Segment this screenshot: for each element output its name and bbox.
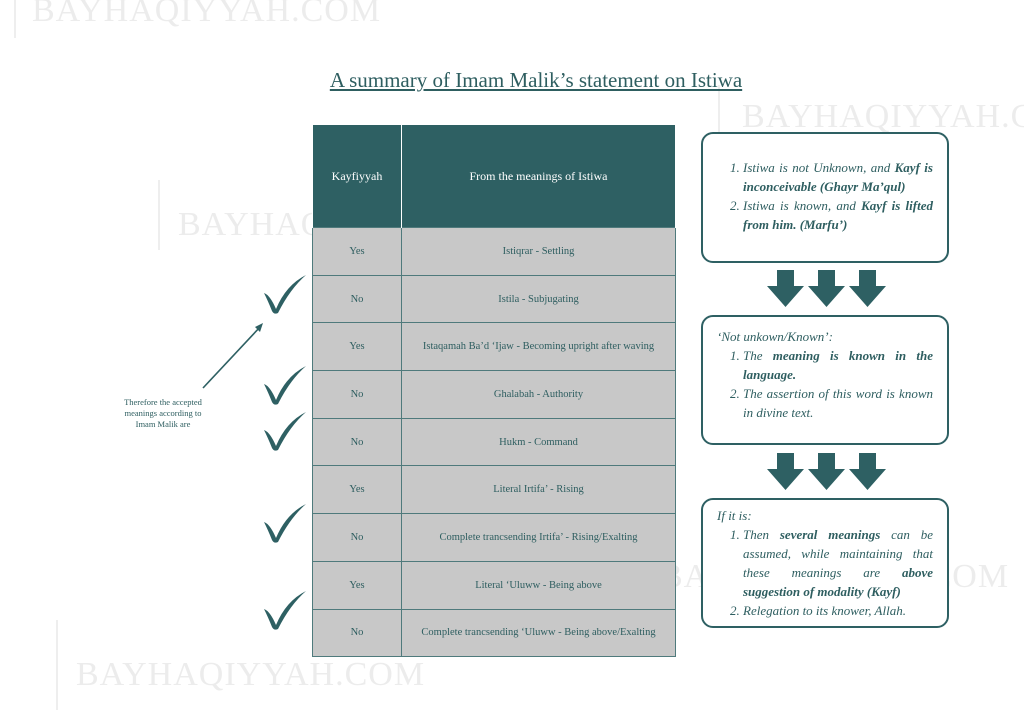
checkmark-icon bbox=[264, 412, 306, 451]
meaning-cell: Literal Irtifa’ - Rising bbox=[401, 465, 676, 515]
kayfiyyah-cell: Yes bbox=[312, 227, 402, 276]
kayfiyyah-cell: No bbox=[312, 370, 402, 419]
box-known: ‘Not unkown/Known’: The meaning is known… bbox=[701, 315, 949, 445]
down-arrow-icon bbox=[849, 453, 886, 490]
meaning-cell: Istaqamah Ba’d ‘Ijaw - Becoming upright … bbox=[401, 322, 676, 372]
down-arrows-icon bbox=[767, 453, 886, 490]
kayfiyyah-cell: Yes bbox=[312, 465, 402, 515]
checkmark-icon bbox=[264, 275, 306, 314]
box-if-it-is: If it is: Then several meanings can be a… bbox=[701, 498, 949, 628]
watermark-bar bbox=[56, 620, 58, 710]
watermark: BAYHAQIYYAH.COM bbox=[742, 98, 1024, 135]
down-arrow-icon bbox=[849, 270, 886, 307]
down-arrow-icon bbox=[767, 453, 804, 490]
watermark: BAYHAQIYYAH.COM bbox=[32, 0, 382, 29]
down-arrow-icon bbox=[767, 270, 804, 307]
kayfiyyah-cell: No bbox=[312, 513, 402, 562]
box-statement: Istiwa is not Unknown, and Kayf is incon… bbox=[701, 132, 949, 263]
meaning-cell: Hukm - Command bbox=[401, 417, 676, 467]
known-2: The assertion of this word is known in d… bbox=[743, 384, 933, 422]
down-arrow-icon bbox=[808, 453, 845, 490]
watermark-bar bbox=[14, 0, 16, 38]
known-1: The meaning is known in the language. bbox=[743, 346, 933, 384]
checkmark-icon bbox=[264, 366, 306, 406]
checkmark-icon bbox=[264, 503, 306, 543]
header-meanings: From the meanings of Istiwa bbox=[401, 124, 676, 228]
watermark: BAYHAQIYYAH.COM bbox=[76, 656, 426, 693]
kayfiyyah-cell: No bbox=[312, 608, 402, 658]
kayfiyyah-cell: Yes bbox=[312, 322, 402, 372]
statement-1: Istiwa is not Unknown, and Kayf is incon… bbox=[743, 158, 933, 196]
if-1: Then several meanings can be assumed, wh… bbox=[743, 525, 933, 601]
meaning-cell: Complete trancsending ‘Uluww - Being abo… bbox=[401, 608, 676, 658]
meaning-cell: Ghalabah - Authority bbox=[401, 370, 676, 419]
page-title: A summary of Imam Malik’s statement on I… bbox=[329, 68, 743, 92]
down-arrows-icon bbox=[767, 270, 886, 307]
if-2: Relegation to its knower, Allah. bbox=[743, 601, 933, 620]
box-known-heading: ‘Not unkown/Known’: bbox=[717, 329, 833, 344]
statement-2: Istiwa is known, and Kayf is lifted from… bbox=[743, 196, 933, 234]
down-arrow-icon bbox=[808, 270, 845, 307]
checkmark-icon bbox=[264, 590, 306, 630]
kayfiyyah-cell: No bbox=[312, 417, 402, 467]
meaning-cell: Literal ‘Uluww - Being above bbox=[401, 560, 676, 610]
meaning-cell: Istiqrar - Settling bbox=[401, 227, 676, 276]
kayfiyyah-cell: No bbox=[312, 274, 402, 324]
watermark-bar bbox=[718, 85, 720, 155]
kayfiyyah-cell: Yes bbox=[312, 560, 402, 610]
istiwa-table: Kayfiyyah From the meanings of Istiwa Ye… bbox=[312, 124, 676, 658]
watermark-bar bbox=[158, 180, 160, 250]
meaning-cell: Istila - Subjugating bbox=[401, 274, 676, 324]
box-if-heading: If it is: bbox=[717, 508, 752, 523]
pointer-arrow-icon bbox=[202, 323, 263, 389]
header-kayfiyyah: Kayfiyyah bbox=[312, 124, 402, 228]
meaning-cell: Complete trancsending Irtifa’ - Rising/E… bbox=[401, 513, 676, 562]
note-text: Therefore the accepted meanings accordin… bbox=[124, 397, 202, 429]
